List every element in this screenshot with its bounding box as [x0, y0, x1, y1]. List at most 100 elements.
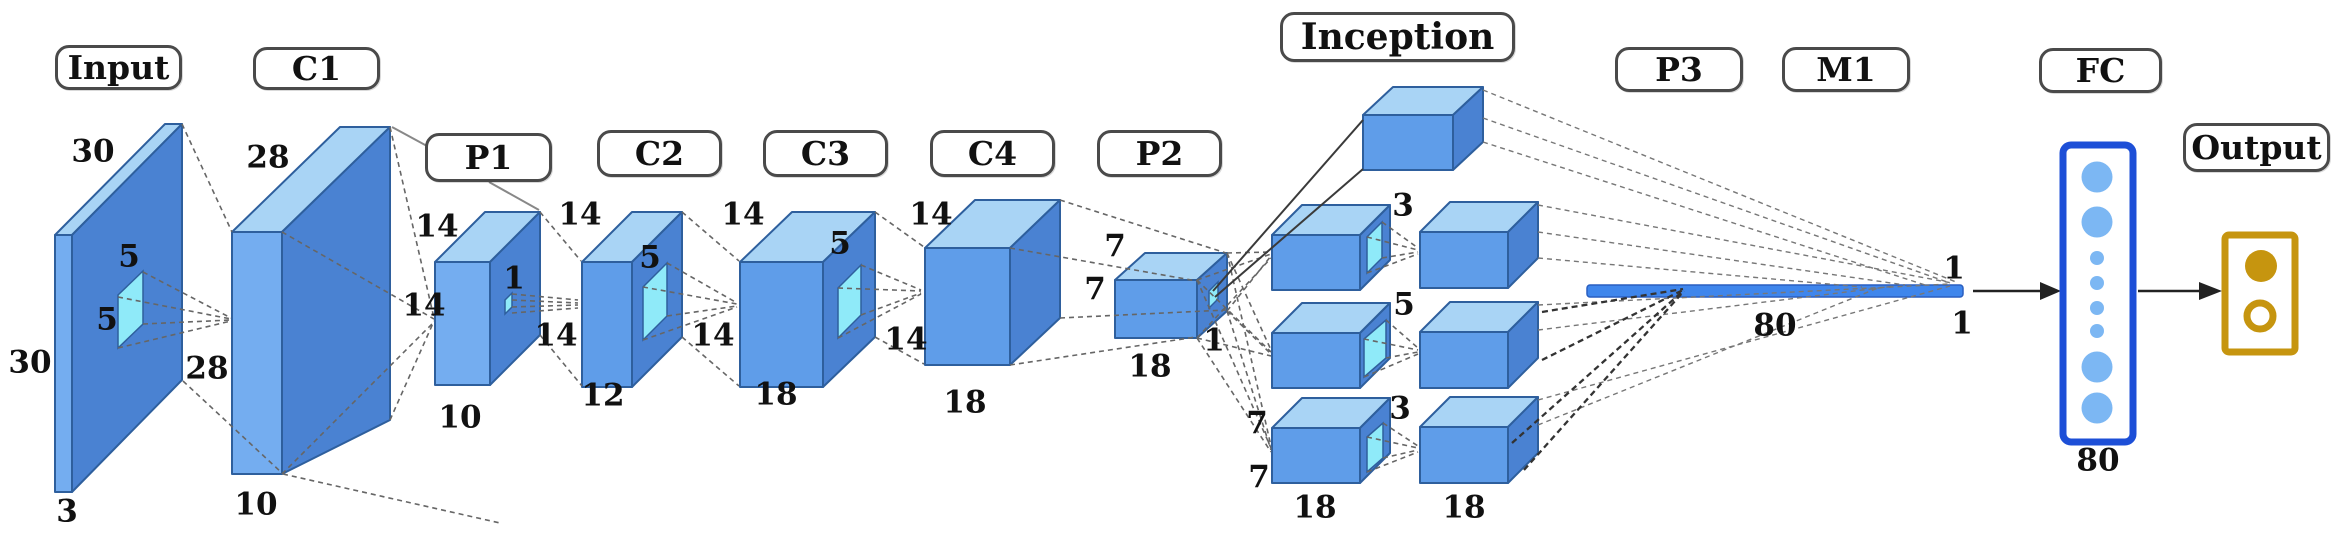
conn-line: [837, 287, 922, 292]
conn-line: [1226, 310, 1272, 451]
input-kernel-w-label: 5: [118, 238, 140, 275]
c2-depth-face: [581, 261, 633, 388]
m1-length-label: 80: [1753, 307, 1797, 344]
c1-width-label: 28: [246, 139, 290, 176]
conn-line: [837, 293, 922, 339]
c1-depth-label: 10: [234, 486, 278, 523]
conn-line: [1537, 287, 1879, 426]
inception-branch4-kernel-label: 3: [1389, 390, 1411, 427]
conn-line: [860, 264, 922, 291]
conn-line: [1537, 285, 1951, 401]
input-depth-face: [54, 234, 73, 493]
conn-line: [1226, 251, 1272, 254]
conn-line: [1214, 168, 1364, 298]
inception-branch4-stage1-block: [1271, 397, 1391, 484]
conn-line: [642, 306, 738, 341]
conn-line: [1511, 290, 1684, 444]
conv2-block: [581, 211, 683, 388]
fc-units-label: 80: [2076, 442, 2120, 479]
conn-line: [1381, 221, 1419, 249]
conn-line: [874, 336, 925, 365]
input-width-label: 30: [71, 133, 115, 170]
c2-height-label: 14: [534, 317, 578, 354]
layer-pill-fc: FC: [2039, 48, 2162, 93]
output-frame: [2221, 231, 2299, 356]
conn-line: [1537, 204, 1953, 284]
c3-kernel-label: 5: [829, 225, 851, 262]
layer-pill-inception: Inception: [1280, 12, 1515, 62]
conn-line: [1385, 319, 1419, 349]
input-depth-label: 3: [56, 493, 78, 530]
p1-kernel-label: 1: [503, 260, 525, 297]
inception-branch2-kernel-label: 3: [1392, 187, 1414, 224]
fc-neuron: [2081, 351, 2113, 383]
conn-line: [511, 293, 579, 301]
c2-depth-label: 12: [581, 377, 625, 414]
conn-line: [1482, 141, 1926, 286]
conn-line: [1196, 337, 1272, 453]
conv3-block: [739, 211, 876, 388]
c4-depth-face: [924, 247, 1011, 366]
conn-line: [1059, 309, 1227, 319]
fc-neuron: [2090, 301, 2104, 315]
p1-width-label: 14: [415, 208, 459, 245]
conn-line: [1366, 253, 1419, 274]
m1-height-label: 1: [1943, 250, 1965, 287]
conn-line: [681, 336, 740, 387]
conn-line: [1385, 351, 1419, 359]
conn-line: [1537, 231, 1906, 286]
conn-line: [539, 334, 583, 387]
fc-frame: [2059, 141, 2137, 446]
connector-lines: [117, 89, 1957, 524]
incep-b1-front-face: [1419, 231, 1509, 289]
input-layer-block: [54, 123, 183, 493]
conn-line: [1196, 257, 1272, 339]
conn-line: [1381, 251, 1419, 259]
conn-line: [1363, 353, 1419, 378]
layer-pill-c2: C2: [597, 130, 722, 177]
incep-top-box-front-face: [1362, 114, 1454, 171]
fc-neuron: [2081, 392, 2113, 424]
flow-arrow-fc-to-output: [2138, 282, 2222, 300]
conn-line: [1482, 117, 1951, 284]
conn-line: [874, 211, 925, 248]
conn-line: [860, 292, 922, 316]
conn-line: [1363, 338, 1419, 351]
inception-branch3-stage1-block: [1271, 302, 1391, 389]
conn-line: [1196, 337, 1272, 357]
inception-col1-depth-label: 18: [1293, 489, 1337, 526]
conn-line: [1226, 310, 1272, 355]
p1-depth-face: [434, 261, 491, 386]
conn-line: [182, 380, 283, 474]
layer-pill-m1: M1: [1782, 47, 1910, 92]
inception-branch4-stage2-block: [1419, 396, 1539, 484]
conn-line: [389, 126, 435, 319]
output-node-filled: [2245, 250, 2277, 282]
conn-line: [1059, 199, 1227, 254]
p2-width-label: 7: [1104, 228, 1126, 265]
c4-width-label: 14: [909, 196, 953, 233]
c3-width-label: 14: [721, 196, 765, 233]
conn-line: [282, 473, 501, 524]
conn-line: [1366, 451, 1419, 473]
conn-line: [281, 231, 435, 320]
p2-height-label: 7: [1084, 271, 1106, 308]
p2-kernel-label: 1: [1203, 322, 1225, 359]
p2-depth-label: 18: [1128, 348, 1172, 385]
fc-neuron: [2081, 206, 2113, 238]
p1-height-label: 14: [402, 287, 446, 324]
conv1-block: [231, 126, 391, 475]
layer-pill-p1: P1: [425, 133, 552, 182]
input-height-label: 30: [8, 344, 52, 381]
c2-kernel-label: 5: [639, 239, 661, 276]
arrow-head-icon: [2199, 282, 2222, 300]
inception-branch4-height-label: 7: [1248, 459, 1270, 496]
m1-depth-label: 1: [1951, 305, 1973, 342]
layer-pill-c3: C3: [763, 130, 888, 177]
fc-neuron: [2090, 251, 2104, 265]
conn-line: [117, 296, 232, 320]
input-kernel-h-label: 5: [96, 301, 118, 338]
flow-arrow-bar-to-fc: [1973, 282, 2061, 300]
